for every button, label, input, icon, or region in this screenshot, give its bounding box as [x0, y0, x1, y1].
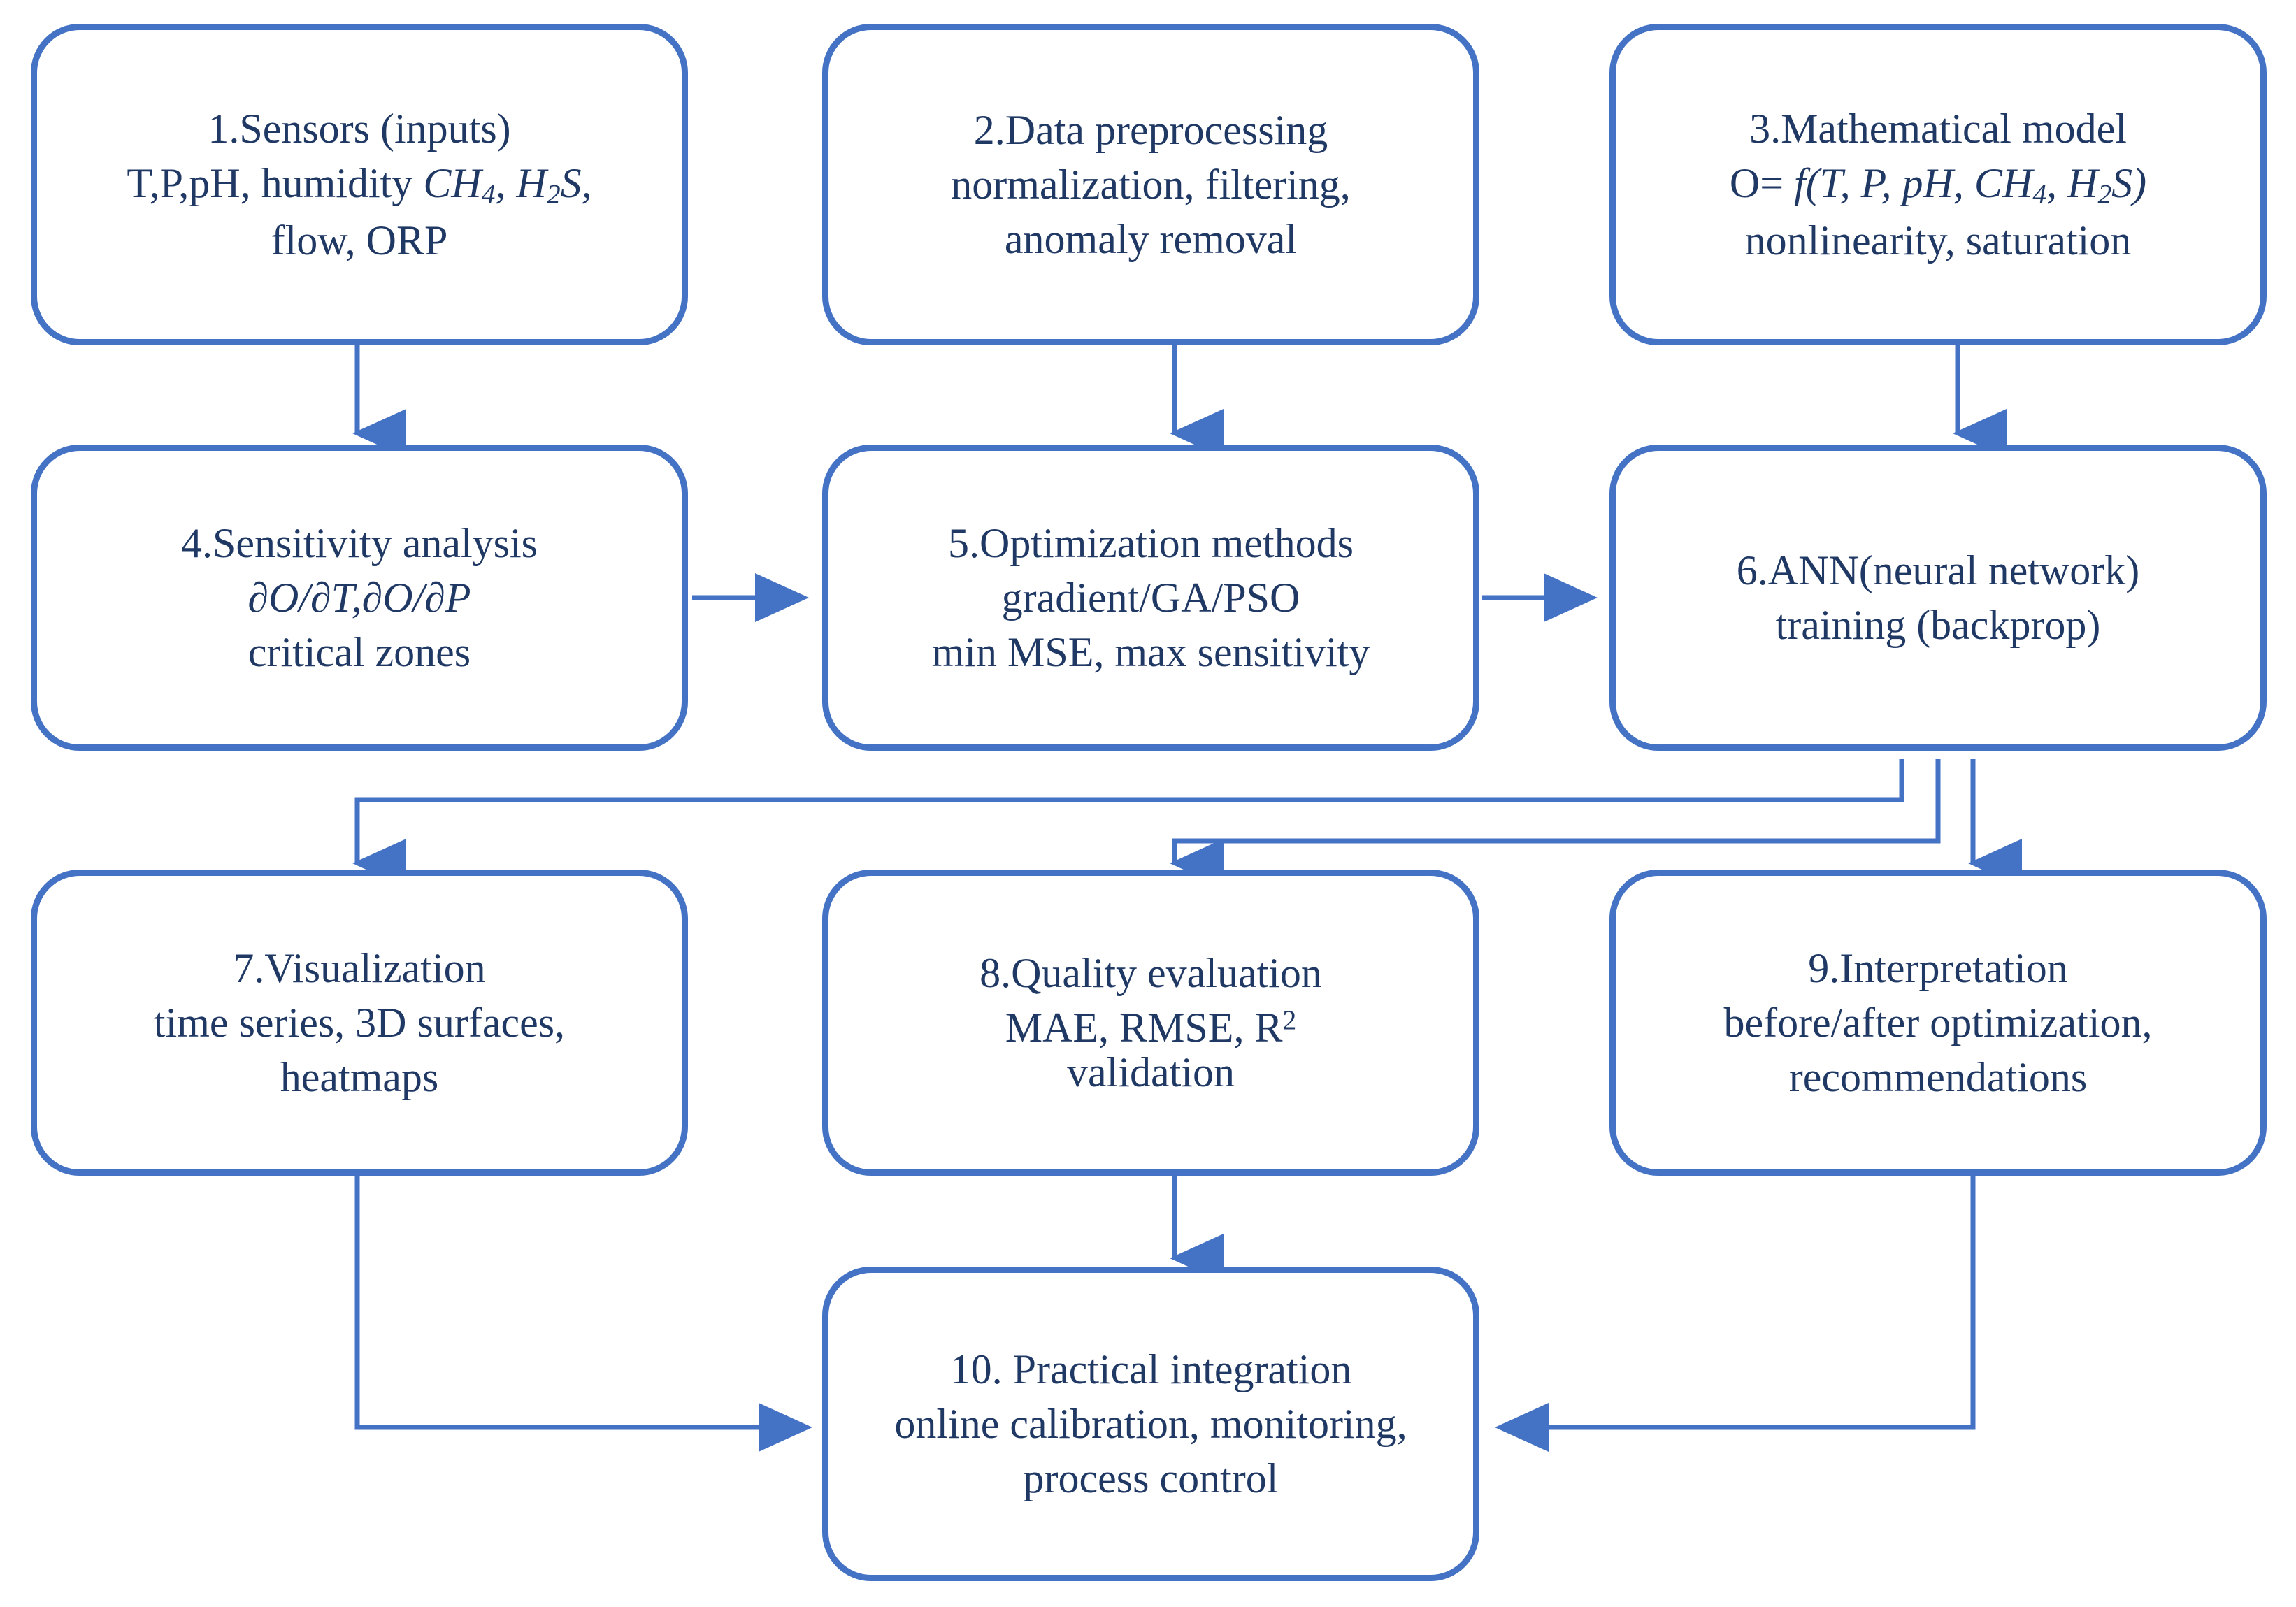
node-quality-line-1: 8.Quality evaluation [980, 950, 1322, 996]
node-practical-integration[interactable]: 10. Practical integration online calibra… [822, 1267, 1479, 1581]
node-integration-line-2: online calibration, monitoring, [894, 1401, 1407, 1447]
formula-output-function: f(T, P, pH, CH4, H2S) [1794, 160, 2147, 210]
node-preprocessing-line-3: anomaly removal [1004, 216, 1298, 262]
node-optimization-line-3: min MSE, max sensitivity [931, 629, 1370, 675]
node-visualization[interactable]: 7.Visualization time series, 3D surfaces… [31, 870, 688, 1176]
node-data-preprocessing[interactable]: 2.Data preprocessing normalization, filt… [822, 24, 1479, 345]
edge-n6-n7 [352, 759, 1904, 888]
node-interpretation[interactable]: 9.Interpretation before/after optimizati… [1609, 870, 2267, 1176]
node-quality-metrics: MAE, RMSE, R2 [1005, 1004, 1297, 1051]
edge-n6-n8 [1170, 759, 1941, 888]
node-interpretation-line-3: recommendations [1788, 1054, 2088, 1100]
node-ann-line-1: 6.ANN(neural network) [1736, 547, 2140, 593]
node-sensitivity-line-3: critical zones [247, 629, 471, 675]
node-quality-line-3: validation [1067, 1049, 1235, 1095]
node-optimization-methods[interactable]: 5.Optimization methods gradient/GA/PSO m… [822, 445, 1479, 751]
node-visualization-line-2: time series, 3D surfaces, [153, 1000, 566, 1046]
node-model-line-2: O= f(T, P, pH, CH4, H2S) [1729, 160, 2147, 210]
formula-ch4-h2s: CH4, H2S, [423, 160, 592, 210]
node-sensitivity-line-1: 4.Sensitivity analysis [181, 520, 538, 566]
node-sensors-line-1: 1.Sensors (inputs) [208, 106, 511, 152]
node-preprocessing-line-1: 2.Data preprocessing [973, 107, 1328, 153]
node-optimization-line-2: gradient/GA/PSO [1001, 575, 1300, 621]
node-ann-training[interactable]: 6.ANN(neural network) training (backprop… [1609, 445, 2267, 751]
node-optimization-line-1: 5.Optimization methods [948, 520, 1354, 566]
node-interpretation-line-2: before/after optimization, [1723, 1000, 2153, 1046]
node-sensitivity-analysis[interactable]: 4.Sensitivity analysis ∂O/∂T,∂O/∂P criti… [31, 445, 688, 751]
node-visualization-line-3: heatmaps [280, 1054, 439, 1100]
node-visualization-line-1: 7.Visualization [233, 945, 486, 991]
node-sensors-line-2: T,P,pH, humidity CH4, H2S, [127, 160, 592, 210]
edge-n7-n10 [354, 1169, 812, 1452]
node-quality-evaluation[interactable]: 8.Quality evaluation MAE, RMSE, R2 valid… [822, 870, 1479, 1176]
node-ann-line-2: training (backprop) [1775, 602, 2101, 648]
edge-n9-n10 [1495, 1169, 1976, 1452]
node-mathematical-model[interactable]: 3.Mathematical model O= f(T, P, pH, CH4,… [1609, 24, 2267, 345]
node-integration-line-3: process control [1023, 1455, 1279, 1501]
node-sensors-line-3: flow, ORP [271, 217, 448, 264]
node-preprocessing-line-2: normalization, filtering, [951, 161, 1351, 208]
formula-partial-derivatives: ∂O/∂T,∂O/∂P [247, 575, 471, 621]
node-model-line-1: 3.Mathematical model [1749, 106, 2127, 152]
node-sensors-inputs[interactable]: 1.Sensors (inputs) T,P,pH, humidity CH4,… [31, 24, 688, 345]
node-interpretation-line-1: 9.Interpretation [1808, 945, 2068, 991]
node-integration-line-1: 10. Practical integration [949, 1346, 1352, 1392]
node-model-line-3: nonlinearity, saturation [1744, 217, 2132, 264]
